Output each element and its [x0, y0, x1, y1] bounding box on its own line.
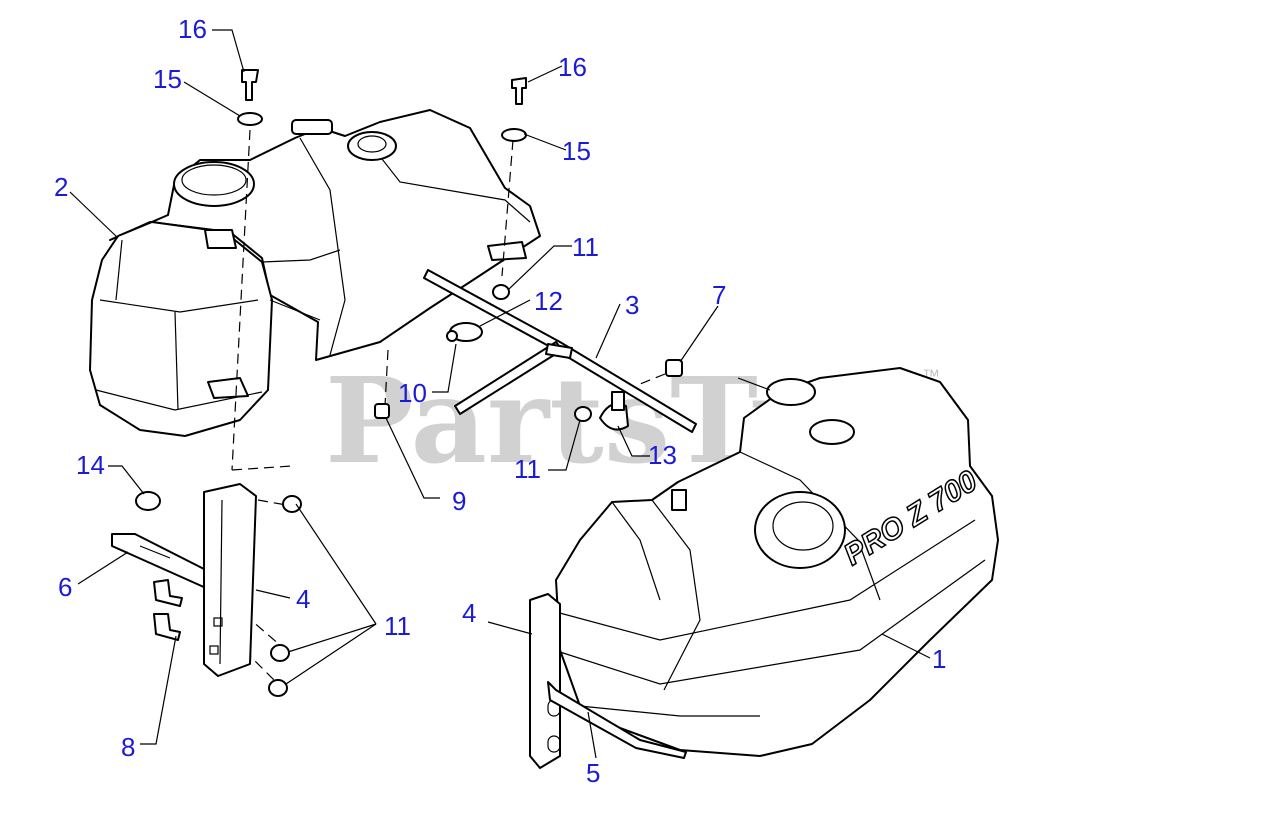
callout-2: 2 [54, 172, 68, 202]
callout-6: 6 [58, 572, 72, 602]
callout-10: 10 [398, 378, 427, 408]
mount-bracket-right [529, 593, 561, 769]
callout-14: 14 [76, 450, 105, 480]
callout-11-lower: 11 [384, 611, 411, 641]
grommet [135, 491, 161, 511]
callout-9: 9 [452, 486, 466, 516]
lock-nuts [268, 284, 592, 697]
callout-11-upper: 11 [572, 232, 599, 262]
tank-bracket-6 [111, 533, 207, 589]
callout-13: 13 [648, 440, 677, 470]
bolts-and-washers [237, 69, 527, 142]
fuel-line [423, 269, 697, 433]
left-fuel-tank [89, 109, 541, 437]
callout-4-right: 4 [462, 598, 476, 628]
callout-7: 7 [712, 280, 726, 310]
callout-15-left: 15 [153, 64, 182, 94]
tank-strap [547, 681, 687, 759]
callout-4-left: 4 [296, 584, 310, 614]
hose-clamp [446, 322, 483, 342]
callout-16-left: 16 [178, 14, 207, 44]
callout-5: 5 [586, 758, 600, 788]
leader-lines [69, 29, 931, 759]
callout-12: 12 [534, 286, 563, 316]
right-fuel-tank: PRO Z 700 [555, 367, 999, 757]
callout-8: 8 [121, 732, 135, 762]
elbow-fitting [665, 359, 683, 377]
callout-3: 3 [625, 290, 639, 320]
mount-bracket-left [203, 483, 257, 677]
callout-15-right: 15 [562, 136, 591, 166]
callout-11-middle: 11 [514, 454, 541, 484]
callout-1: 1 [932, 644, 946, 674]
carriage-bolts [153, 579, 183, 641]
callout-16-right: 16 [558, 52, 587, 82]
line-clip [599, 391, 629, 431]
fitting-9 [374, 403, 390, 419]
